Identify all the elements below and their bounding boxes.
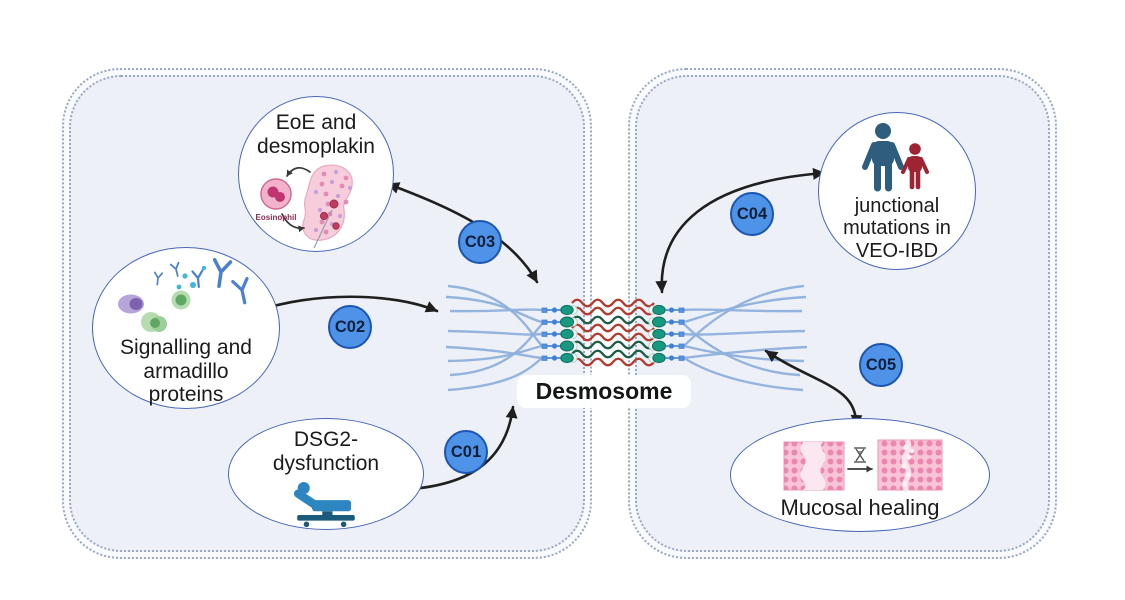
child-figure	[901, 143, 929, 190]
bubble-eoe-desmoplakin: EoE and desmoplakin Eo	[238, 96, 394, 252]
mucosa-wounded	[783, 441, 845, 491]
desmosome-label: Desmosome	[517, 375, 691, 408]
bubble-signalling-line2: armadillo	[143, 359, 229, 383]
badge-c05: C05	[859, 343, 903, 387]
bubble-eoe-line1: EoE and	[275, 111, 357, 134]
bubble-dsg2-line2: dysfunction	[272, 451, 380, 475]
bubble-mucosal-healing: Mucosal healing	[730, 418, 990, 532]
adult-and-child-icon	[862, 123, 929, 192]
bubble-mucosal-line1: Mucosal healing	[780, 495, 940, 520]
arrow-c02	[255, 295, 439, 314]
bubble-eoe-line2: desmoplakin	[257, 134, 375, 158]
bubble-veo-line2: mutations in	[843, 217, 951, 240]
keratin-filament-fan-left	[445, 284, 543, 392]
adult-figure	[862, 123, 904, 192]
badge-c04: C04	[730, 192, 774, 236]
hourglass-icon	[854, 447, 866, 463]
arrow-c05	[764, 349, 863, 428]
bubble-veo-line1: junctional	[854, 195, 940, 217]
mini-arrow-tissue-to-cell	[286, 167, 311, 177]
desmosomal-cadherins	[571, 298, 655, 367]
arrow-c04	[655, 167, 826, 294]
bubble-signalling-armadillo: Signalling and armadillo proteins	[92, 247, 280, 409]
desmosomal-plaque-left	[541, 304, 578, 364]
bubble-signalling-line1: Signalling and	[120, 336, 252, 359]
bubble-dsg2-line1: DSG2-	[293, 428, 359, 451]
bubble-signalling-line3: proteins	[148, 383, 224, 407]
badge-c01: C01	[444, 430, 488, 474]
signal-dots	[176, 265, 207, 290]
eosinophil-tissue-illustration: Eosinophil	[256, 164, 353, 249]
bubble-dsg2-dysfunction: DSG2- dysfunction	[228, 418, 424, 530]
mucosa-before-after-icon	[783, 439, 943, 493]
antibodies-and-cells-icon	[118, 258, 249, 332]
hospital-bed-icon	[293, 482, 355, 528]
eosinophil-caption: Eosinophil	[256, 213, 297, 222]
mini-arrow-cell-to-tissue	[281, 213, 305, 233]
badge-c03: C03	[458, 220, 502, 264]
badge-c02: C02	[328, 305, 372, 349]
bubble-veo-ibd: junctional mutations in VEO-IBD	[818, 112, 976, 270]
mucosa-healed	[877, 439, 943, 493]
desmosomal-plaque-right	[648, 304, 685, 364]
bubble-veo-line3: VEO-IBD	[855, 239, 939, 262]
keratin-filament-fan-right	[683, 284, 808, 392]
